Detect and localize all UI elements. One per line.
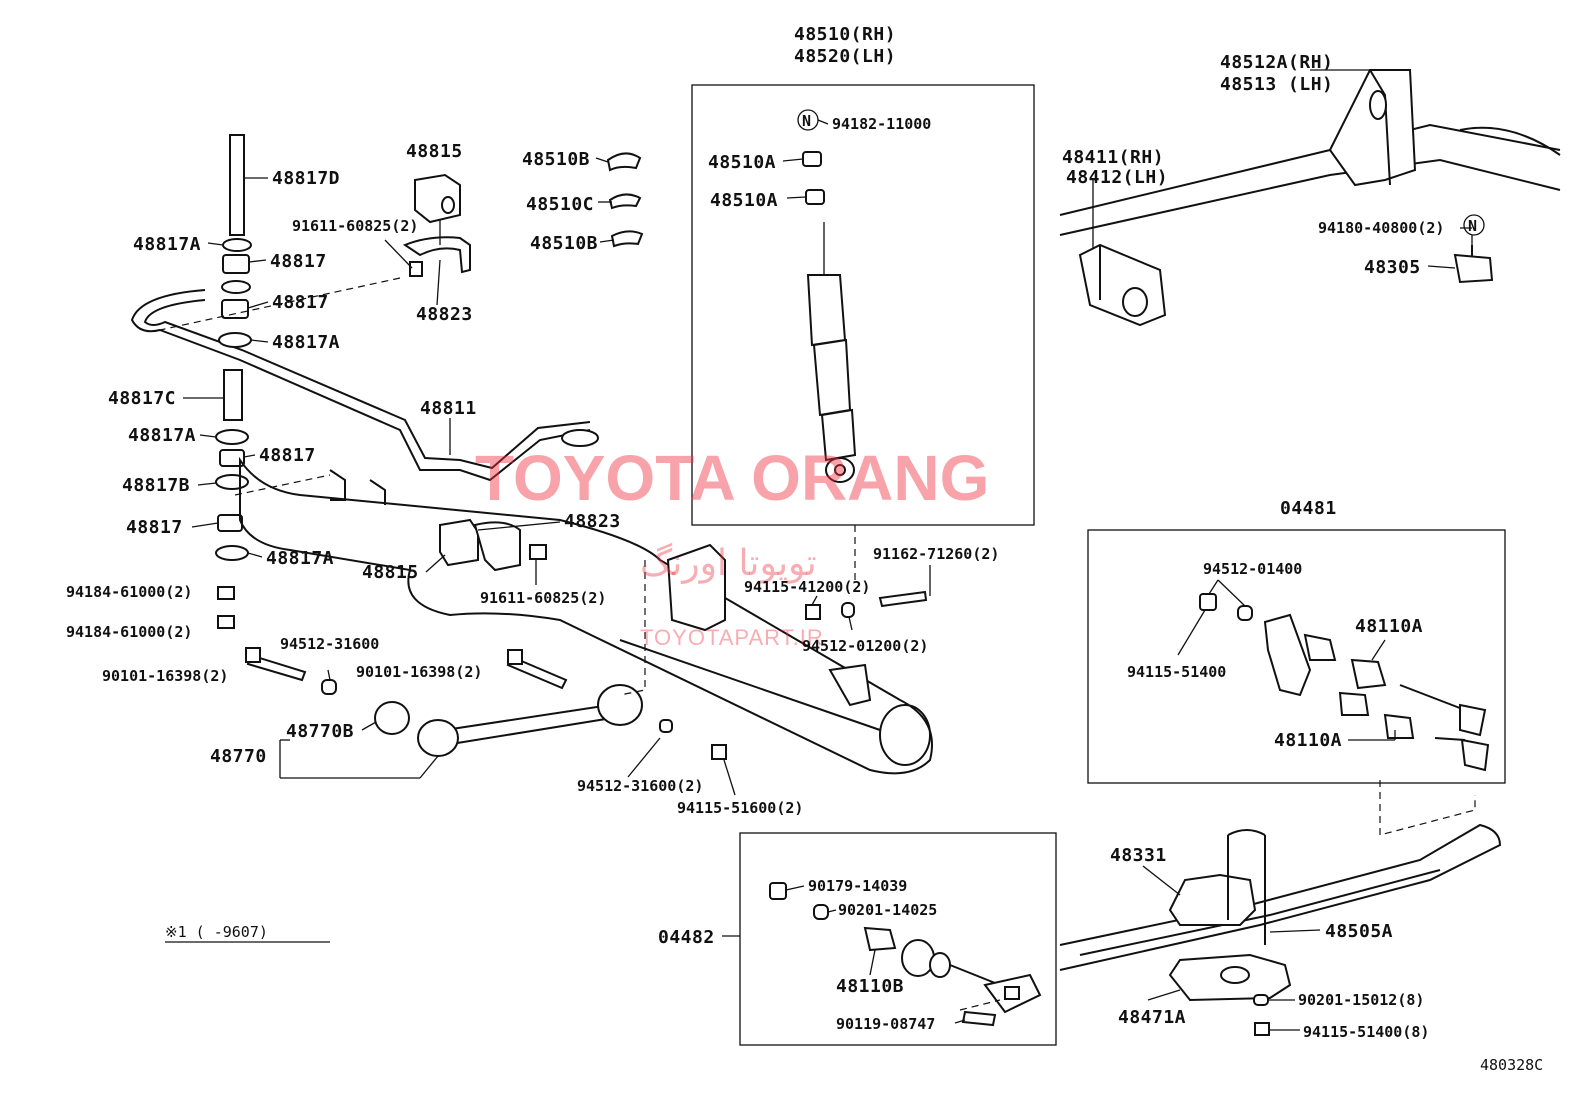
label-04481: 04481 <box>1280 498 1337 519</box>
label-90179: 90179-14039 <box>808 877 907 895</box>
label-94115-51600: 94115-51600(2) <box>677 799 803 817</box>
note-9607: ※1 ( -9607) <box>165 923 268 941</box>
label-91611-mid: 91611-60825(2) <box>480 589 606 607</box>
kit-04482-parts <box>769 882 1042 1027</box>
label-48510b-1: 48510B <box>522 149 590 170</box>
axle-housing <box>239 456 933 775</box>
label-48817-3: 48817 <box>259 445 316 466</box>
label-90101-2: 90101-16398(2) <box>356 663 482 681</box>
label-48510-rh: 48510(RH) <box>794 24 896 45</box>
label-48815-top: 48815 <box>406 141 463 162</box>
shock-absorber <box>806 222 857 483</box>
n-symbol-94180: N <box>1463 214 1485 236</box>
label-48411-rh: 48411(RH) <box>1062 147 1164 168</box>
spring-hanger-48411 <box>1078 243 1167 327</box>
label-48505a: 48505A <box>1325 921 1393 942</box>
label-91162: 91162-71260(2) <box>873 545 999 563</box>
label-94115-51400: 94115-51400 <box>1127 663 1226 681</box>
label-94512-01400: 94512-01400 <box>1203 560 1302 578</box>
label-48817-2: 48817 <box>272 292 329 313</box>
label-48817-4: 48817 <box>126 517 183 538</box>
kit-04482-box <box>739 832 1057 1046</box>
bolts-misc <box>217 586 928 760</box>
n-symbol-94182: N <box>797 109 819 131</box>
label-48513-lh: 48513 (LH) <box>1220 74 1333 95</box>
label-48823-mid: 48823 <box>564 511 621 532</box>
watermark-site: TOYOTAPART.IR <box>640 625 824 650</box>
label-94115-41200: 94115-41200(2) <box>744 578 870 596</box>
label-90119: 90119-08747 <box>836 1015 935 1033</box>
label-90201-15012: 90201-15012(8) <box>1298 991 1424 1009</box>
label-94180: 94180-40800(2) <box>1318 219 1444 237</box>
label-48510b-2: 48510B <box>530 233 598 254</box>
dashed-lines <box>159 277 1001 1011</box>
label-94182: 94182-11000 <box>832 115 931 133</box>
label-94115-51400-8: 94115-51400(8) <box>1303 1023 1429 1041</box>
watermark-main: TOYOTA ORANG <box>475 442 989 514</box>
label-48110a-1: 48110A <box>1355 616 1423 637</box>
label-48817a-3: 48817A <box>128 425 196 446</box>
stabilizer-bar-48811 <box>130 289 599 482</box>
svg-text:N: N <box>1468 217 1477 235</box>
label-94184-2: 94184-61000(2) <box>66 623 192 641</box>
label-48817d: 48817D <box>272 168 340 189</box>
kit-04481-box <box>1087 529 1506 784</box>
label-48817b: 48817B <box>122 475 190 496</box>
label-48110a-2: 48110A <box>1274 730 1342 751</box>
label-48815-mid: 48815 <box>362 562 419 583</box>
label-48817a-2: 48817A <box>272 332 340 353</box>
label-48412-lh: 48412(LH) <box>1066 167 1168 188</box>
leader-lines <box>183 69 1473 1031</box>
label-48811: 48811 <box>420 398 477 419</box>
label-48770b: 48770B <box>286 721 354 742</box>
label-48823-top: 48823 <box>416 304 473 325</box>
label-94512-01200: 94512-01200(2) <box>802 637 928 655</box>
bumper-48305 <box>1453 245 1494 284</box>
label-48305: 48305 <box>1364 257 1421 278</box>
shock-absorber-box <box>691 84 1035 526</box>
label-48510a-2: 48510A <box>710 190 778 211</box>
leaf-spring <box>1059 780 1502 971</box>
diagram-code: 480328C <box>1480 1056 1543 1074</box>
shock-bushings <box>606 151 825 248</box>
label-48520-lh: 48520(LH) <box>794 46 896 67</box>
lateral-rod-48770 <box>374 684 643 757</box>
stabilizer-link-48817 <box>215 134 252 561</box>
label-48471a: 48471A <box>1118 1007 1186 1028</box>
label-48331: 48331 <box>1110 845 1167 866</box>
spring-seat-48331 <box>1168 829 1266 945</box>
svg-text:N: N <box>802 112 811 130</box>
label-48817-1: 48817 <box>270 251 327 272</box>
stabilizer-bracket-top <box>402 173 471 277</box>
spring-bracket-48512a <box>1328 69 1417 187</box>
stabilizer-bracket-mid <box>439 518 547 572</box>
label-48770: 48770 <box>210 746 267 767</box>
label-90201-14025: 90201-14025 <box>838 901 937 919</box>
kit-04481-parts <box>1199 593 1490 772</box>
label-48512a-rh: 48512A(RH) <box>1220 52 1333 73</box>
label-90101-1: 90101-16398(2) <box>102 667 228 685</box>
label-48510c: 48510C <box>526 194 594 215</box>
label-48817a-1: 48817A <box>133 234 201 255</box>
label-94184-1: 94184-61000(2) <box>66 583 192 601</box>
label-04482: 04482 <box>658 927 715 948</box>
label-48110b: 48110B <box>836 976 904 997</box>
label-91611-top: 91611-60825(2) <box>292 217 418 235</box>
label-94512-31600-2: 94512-31600(2) <box>577 777 703 795</box>
label-48817a-4: 48817A <box>266 548 334 569</box>
label-48510a-1: 48510A <box>708 152 776 173</box>
spring-plate-48471a <box>1168 953 1292 1036</box>
label-94512-31600: 94512-31600 <box>280 635 379 653</box>
watermark-persian: تویوتا اورنگ <box>640 542 817 584</box>
label-48817c: 48817C <box>108 388 176 409</box>
